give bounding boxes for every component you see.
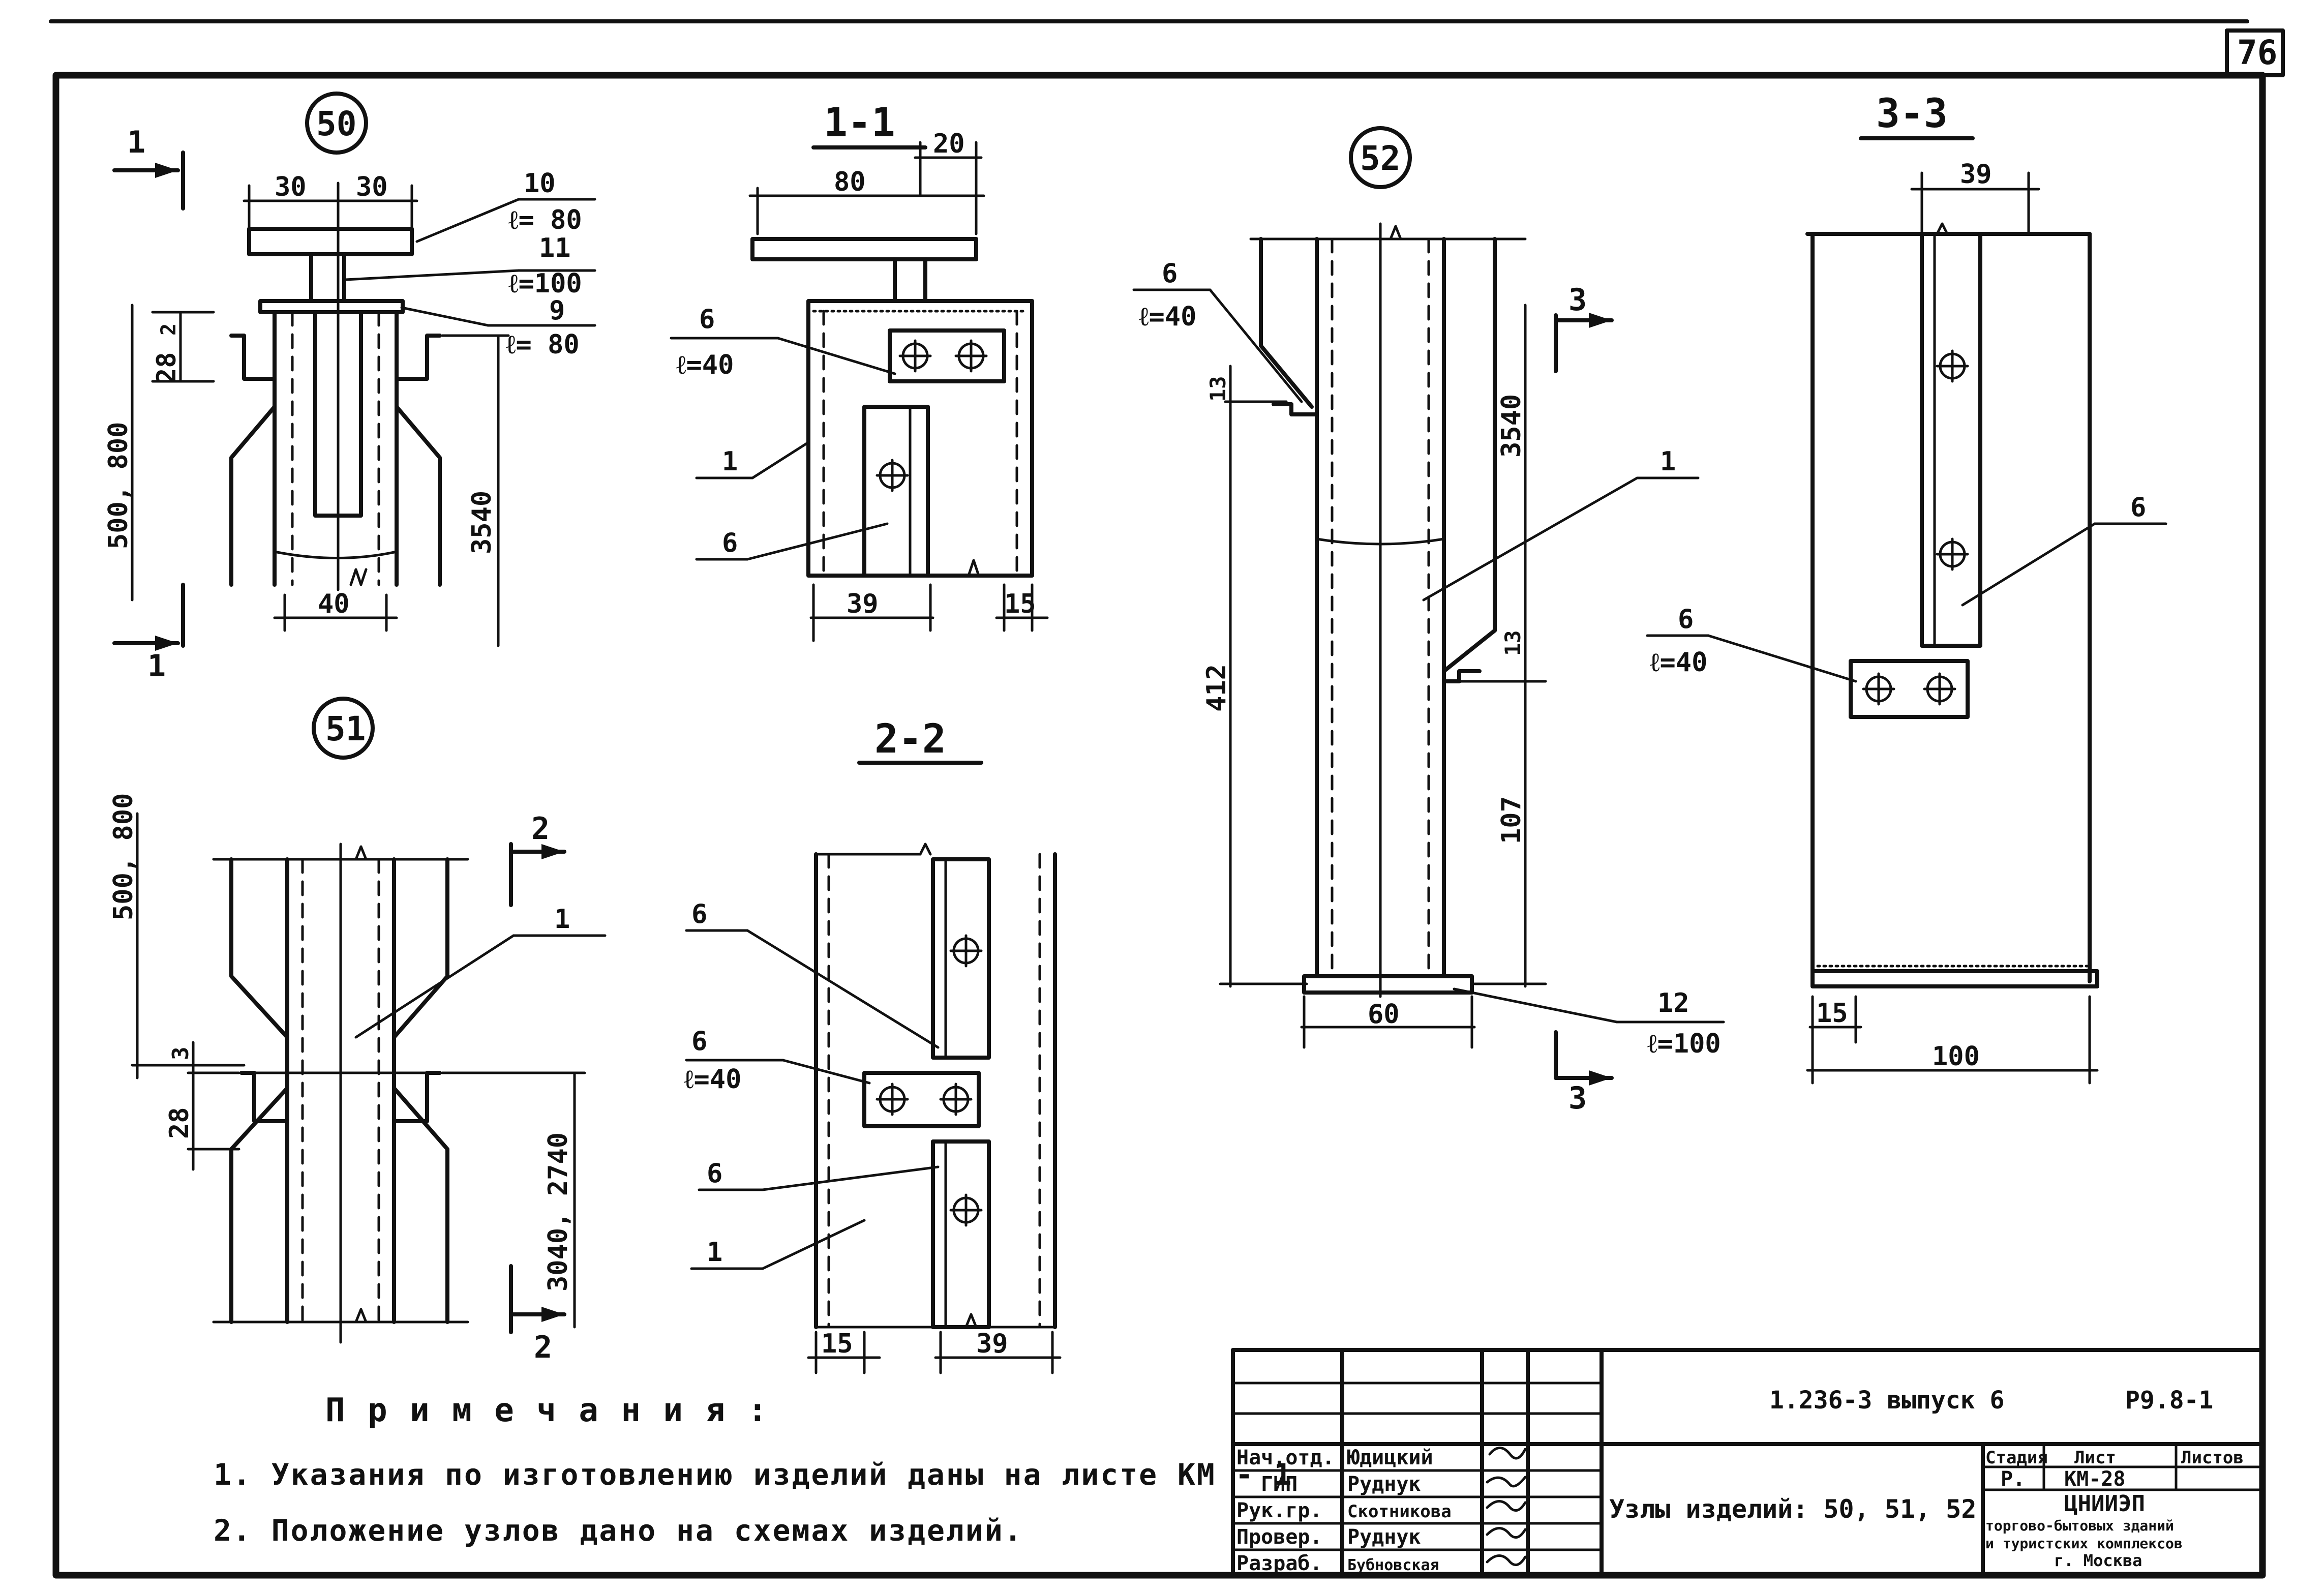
section-mark-1-top: 1 [127,125,145,160]
role-3: Рук.гр. [1236,1499,1322,1522]
node-50-label: 50 [316,104,356,143]
pos-10: 10 [524,168,556,199]
name-1: Юдицкий [1347,1446,1433,1469]
dim-3540-n52: 3540 [1496,394,1527,458]
pos-6-lower: 6 [722,528,738,558]
dim-28-n51: 28 [164,1107,195,1139]
org-line-1: торгово-бытовых зданий [1985,1517,2174,1534]
sheet-number: 76 [2237,33,2277,72]
section-3-3-title: 3-3 [1876,91,1948,137]
pos-6-mid-22: 6 [691,1026,707,1057]
pos-1-22: 1 [707,1237,722,1268]
signatures [1486,1447,1527,1567]
dim-100: 100 [1932,1041,1980,1072]
note-1: 1. Указания по изготовлению изделий даны… [214,1457,1293,1492]
len-6-mid-22: ℓ=40 [684,1064,741,1095]
len-12: ℓ=100 [1647,1029,1721,1059]
name-2: Руднук [1347,1473,1421,1496]
sheet-label: Лист [2074,1448,2116,1468]
dim-500-800: 500, 800 [103,422,134,549]
org-line-2: и туристских комплексов [1985,1535,2183,1552]
name-3: Скотникова [1347,1501,1452,1522]
dim-107: 107 [1496,796,1527,844]
node-52-drawing: 52 3 3 6 ℓ=40 13 412 [1132,126,1725,1116]
drawing-title: Узлы изделий: 50, 51, 52 [1609,1494,1976,1524]
dim-40: 40 [318,589,350,619]
sheets-label: Листов [2181,1448,2244,1468]
dim-3040-2740: 3040, 2740 [543,1132,574,1291]
sheet-value: КМ-28 [2064,1467,2125,1491]
stage-value: Р. [2001,1467,2025,1491]
notes-title: П р и м е ч а н и я : [325,1392,769,1429]
dim-20: 20 [933,129,965,159]
dim-30-right: 30 [356,172,388,202]
dim-412: 412 [1201,664,1232,712]
document-number: Р9.8-1 [2125,1386,2213,1415]
pos-9: 9 [549,295,565,326]
section-3-3-drawing: 3-3 39 6 6 ℓ=40 [1646,91,2167,1085]
dim-15-33: 15 [1816,998,1848,1029]
role-2: ГИП [1261,1473,1297,1496]
dim-60: 60 [1368,999,1400,1030]
name-5: Бубновская [1347,1556,1439,1574]
section-mark-3-top: 3 [1568,282,1587,318]
dim-500-800-n51: 500, 800 [108,793,139,920]
role-1: Нач.отд. [1236,1446,1335,1469]
len-6-upper: ℓ=40 [676,350,734,380]
pos-6-left-33: 6 [1678,604,1694,635]
dim-39-22: 39 [976,1329,1008,1359]
len-11: ℓ=100 [508,268,582,299]
role-4: Провер. [1236,1525,1322,1549]
node-51-label: 51 [325,709,366,748]
pos-12: 12 [1657,988,1689,1018]
pos-6-upper: 6 [699,304,715,335]
dim-15: 15 [1004,589,1036,619]
document-code: 1.236-3 выпуск 6 [1769,1386,2004,1415]
dim-15-22: 15 [821,1329,853,1359]
dim-30-left: 30 [275,172,307,202]
section-1-1-title: 1-1 [824,100,895,146]
role-5: Разраб. [1236,1552,1322,1575]
dim-3-n51: 3 [168,1047,194,1061]
note-2: 2. Положение узлов дано на схемах издели… [214,1513,1023,1548]
section-1-1-drawing: 1-1 80 20 6 ℓ=40 1 6 [670,100,1049,642]
dim-2: 2 [157,323,180,336]
pos-11: 11 [539,233,571,263]
section-mark-3-bottom: 3 [1568,1080,1587,1116]
pos-6-right-33: 6 [2130,492,2146,523]
pos-6-top-22: 6 [691,899,707,929]
title-block: 1.236-3 выпуск 6 Р9.8-1 Узлы изделий: 50… [1231,1348,2265,1577]
section-2-2-title: 2-2 [874,716,946,762]
pos-1-n52: 1 [1660,446,1676,477]
len-6-left-33: ℓ=40 [1650,647,1707,678]
node-51-drawing: 51 2 2 500, 800 3 28 [108,697,607,1365]
dim-39-33: 39 [1960,159,1992,190]
len-9: ℓ= 80 [506,329,580,360]
section-2-2-drawing: 2-2 6 6 ℓ=40 [684,716,1062,1374]
pos-1: 1 [722,446,738,477]
dim-3540: 3540 [467,491,497,554]
pos-1-n51: 1 [554,904,570,935]
section-mark-2-top: 2 [531,811,550,847]
notes-block: П р и м е ч а н и я : 1. Указания по изг… [214,1392,1293,1548]
stage-label: Стадия [1985,1448,2048,1468]
section-mark-2-bottom: 2 [534,1330,552,1365]
org-line-3: г. Москва [2054,1551,2142,1570]
pos-6-n52: 6 [1162,258,1178,289]
dim-80: 80 [834,167,866,197]
section-mark-1-bottom: 1 [147,648,166,684]
len-10: ℓ= 80 [508,205,582,235]
dim-39: 39 [847,589,879,619]
name-4: Руднук [1347,1525,1421,1549]
sheet-frame: 76 [49,19,2285,1579]
pos-6-bottom-22: 6 [707,1158,722,1189]
organization: ЦНИИЭП [2064,1491,2145,1517]
node-52-label: 52 [1360,139,1400,178]
dim-13-mid: 13 [1500,630,1525,656]
len-6-n52: ℓ=40 [1139,302,1196,332]
node-50-drawing: 50 1 1 30 30 10 [103,92,596,684]
dim-28: 28 [152,352,182,384]
dim-13-top: 13 [1205,376,1230,402]
